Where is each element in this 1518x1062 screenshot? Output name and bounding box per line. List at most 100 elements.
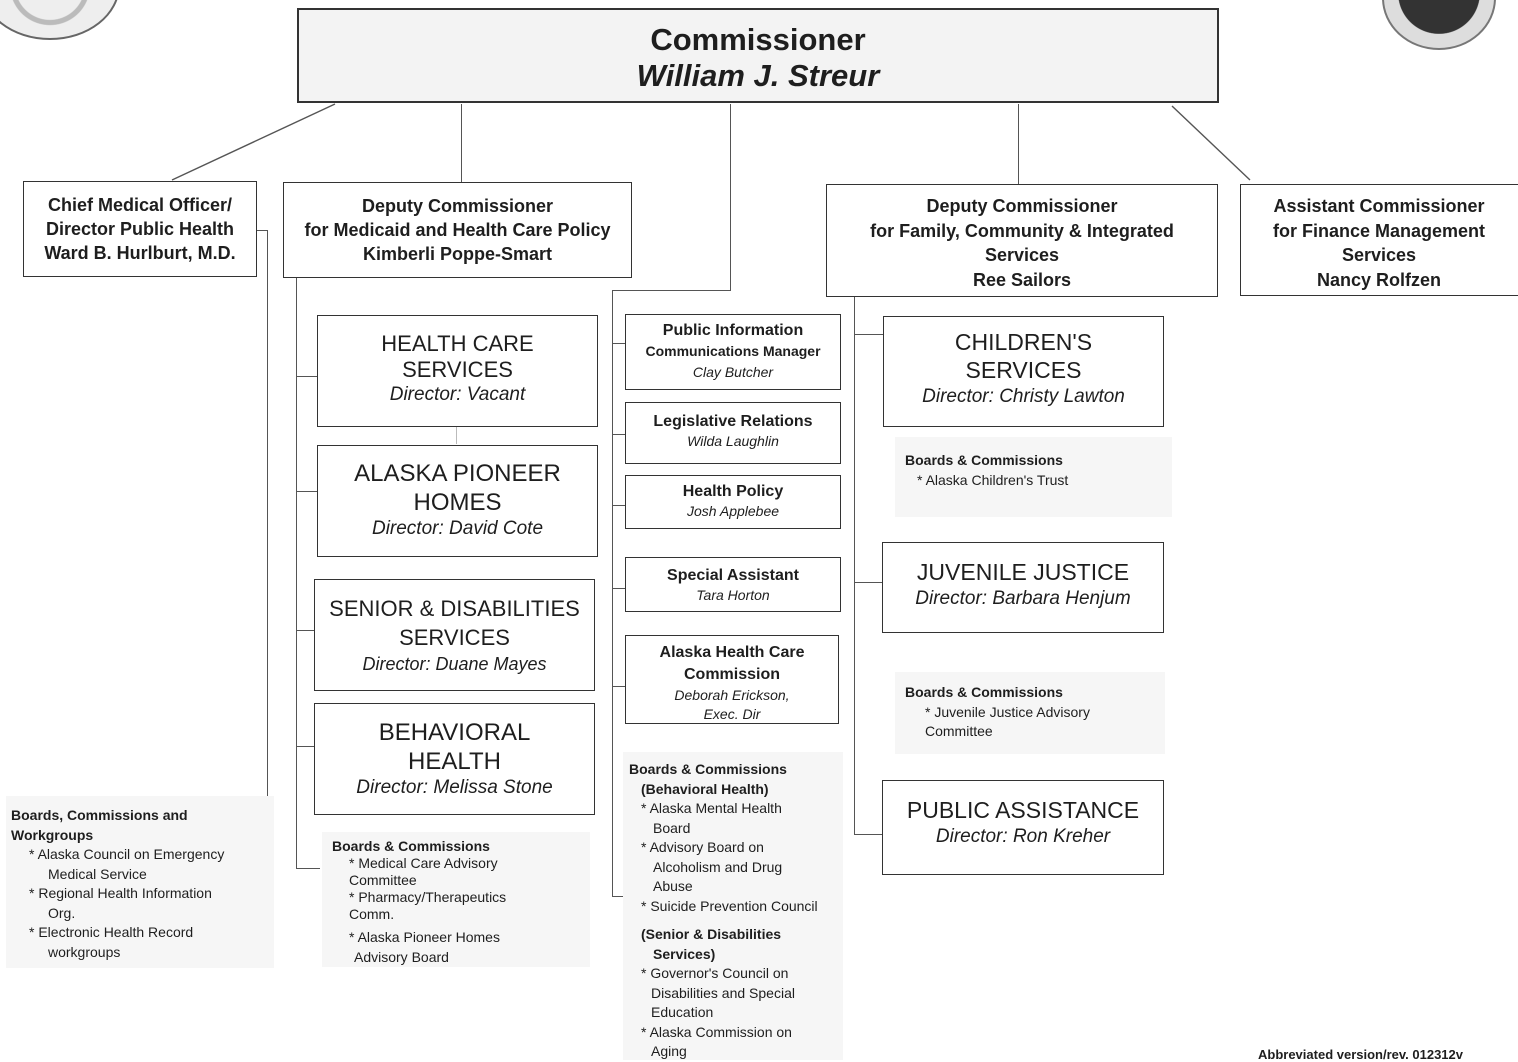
staff-name: Deborah Erickson, [674, 687, 790, 703]
boards-heading: Boards & Commissions [629, 761, 787, 777]
boards-subheading: (Behavioral Health) [641, 780, 769, 797]
boards-subheading: (Senior & Disabilities [641, 926, 782, 942]
staff-title: Commission [683, 666, 780, 683]
boards-subheading: Services) [653, 945, 716, 962]
staff-name: Tara Horton [696, 587, 770, 603]
staff-title: Legislative Relations [653, 413, 813, 430]
division-title: BEHAVIORAL [378, 719, 531, 746]
board-item: Aging [651, 1043, 687, 1059]
boards-heading: Workgroups [11, 826, 94, 843]
deputy-medicaid-box: Deputy Commissioner for Medicaid and Hea… [283, 182, 632, 278]
staff-name: Clay Butcher [692, 364, 774, 380]
deputy-family-box: Deputy Commissioner for Family, Communit… [826, 184, 1218, 297]
commissioner-box: Commissioner William J. Streur [297, 8, 1219, 103]
boards-heading: Boards, Commissions and [11, 807, 188, 823]
deputy-family-name: Ree Sailors [972, 269, 1072, 290]
division-title: ALASKA PIONEER [354, 460, 561, 487]
division-alaska-pioneer-homes: ALASKA PIONEER HOMES Director: David Cot… [317, 445, 598, 557]
asst-finance-line1: Assistant Commissioner [1273, 196, 1485, 216]
staff-special-assistant: Special Assistant Tara Horton [625, 557, 841, 612]
staff-title: Alaska Health Care [659, 644, 805, 661]
board-item: Disabilities and Special [651, 984, 795, 1001]
staff-legislative-relations: Legislative Relations Wilda Laughlin [625, 402, 841, 464]
division-director: Director: Barbara Henjum [915, 588, 1131, 609]
division-director: Director: Duane Mayes [362, 654, 547, 674]
cmo-line2: Director Public Health [45, 219, 235, 239]
deputy-medicaid-line1: Deputy Commissioner [361, 196, 554, 216]
division-juvenile-justice: JUVENILE JUSTICE Director: Barbara Henju… [882, 542, 1164, 633]
deputy-medicaid-name: Kimberli Poppe-Smart [362, 244, 553, 264]
deputy-family-line1: Deputy Commissioner [926, 196, 1118, 216]
version-footer: Abbreviated version/rev. 012312v [1258, 1047, 1463, 1062]
division-director: Director: Ron Kreher [935, 826, 1111, 847]
board-item: * Alaska Pioneer Homes [349, 929, 500, 945]
division-title: CHILDREN'S [954, 329, 1093, 355]
board-item: * Suicide Prevention Council [641, 897, 818, 914]
deputy-family-line2: for Family, Community & Integrated [870, 220, 1174, 241]
board-item: Committee [925, 723, 993, 739]
staff-health-care-commission: Alaska Health Care Commission Deborah Er… [625, 635, 839, 724]
division-title: HEALTH CARE [381, 331, 534, 356]
board-item: Abuse [653, 878, 693, 894]
staff-name: Exec. Dir [703, 706, 761, 722]
division-childrens-services: CHILDREN'S SERVICES Director: Christy La… [883, 316, 1164, 427]
board-item: * Juvenile Justice Advisory [925, 703, 1090, 720]
board-item: Committee [349, 872, 417, 888]
staff-title: Health Policy [682, 483, 784, 500]
boards-medicaid: Boards & Commissions * Medical Care Advi… [332, 838, 588, 967]
board-item: Medical Service [48, 865, 147, 882]
commissioner-title: Commissioner [650, 22, 866, 57]
division-title: SERVICES [402, 357, 513, 382]
deputy-family-line3: Services [984, 245, 1060, 265]
boards-childrens: Boards & Commissions * Alaska Children's… [905, 451, 1167, 490]
staff-public-information: Public Information Communications Manage… [625, 314, 841, 390]
division-public-assistance: PUBLIC ASSISTANCE Director: Ron Kreher [882, 780, 1164, 875]
boards-public-health: Boards, Commissions and Workgroups * Ala… [11, 806, 273, 962]
division-director: Director: Melissa Stone [356, 777, 553, 798]
division-title: SERVICES [399, 625, 510, 650]
cmo-line1: Chief Medical Officer/ [47, 195, 233, 215]
staff-health-policy: Health Policy Josh Applebee [625, 475, 841, 529]
board-item: * Alaska Children's Trust [917, 471, 1069, 488]
asst-finance-box: Assistant Commissioner for Finance Manag… [1240, 184, 1518, 296]
board-item: Advisory Board [354, 949, 449, 965]
boards-juvenile: Boards & Commissions * Juvenile Justice … [905, 683, 1161, 742]
boards-heading: Boards & Commissions [905, 452, 1063, 468]
board-item: * Alaska Mental Health [641, 800, 782, 816]
division-health-care-services: HEALTH CARE SERVICES Director: Vacant [317, 315, 598, 427]
asst-finance-line3: Services [1341, 245, 1417, 265]
staff-title: Public Information [662, 322, 804, 339]
cmo-box: Chief Medical Officer/ Director Public H… [23, 181, 257, 277]
division-title: SERVICES [965, 357, 1082, 383]
board-item: Education [651, 1004, 714, 1020]
board-item: * Pharmacy/Therapeutics [349, 889, 507, 905]
board-item: workgroups [48, 943, 121, 960]
commissioner-name: William J. Streur [636, 58, 880, 93]
cmo-name: Ward B. Hurlburt, M.D. [44, 243, 236, 263]
board-item: * Electronic Health Record [29, 924, 194, 940]
staff-title: Communications Manager [645, 343, 821, 359]
board-item: * Alaska Commission on [641, 1023, 792, 1040]
board-item: Board [653, 819, 691, 836]
division-director: Director: David Cote [371, 518, 544, 539]
board-item: * Alaska Council on Emergency [29, 846, 225, 862]
boards-heading: Boards & Commissions [332, 838, 490, 854]
division-director: Director: Vacant [389, 384, 526, 405]
board-item: Org. [48, 904, 76, 921]
asst-finance-name: Nancy Rolfzen [1316, 269, 1442, 290]
board-item: * Advisory Board on [641, 839, 764, 855]
staff-name: Josh Applebee [686, 503, 780, 519]
board-item: Comm. [349, 906, 395, 922]
boards-central: Boards & Commissions (Behavioral Health)… [629, 760, 843, 1062]
board-item: * Governor's Council on [641, 965, 789, 981]
division-senior-disabilities: SENIOR & DISABILITIES SERVICES Director:… [314, 579, 595, 691]
boards-heading: Boards & Commissions [905, 684, 1063, 700]
division-director: Director: Christy Lawton [922, 386, 1125, 407]
board-item: * Regional Health Information [29, 885, 212, 901]
division-title: HEALTH [408, 748, 501, 775]
division-title: HOMES [413, 489, 502, 516]
board-item: Alcoholism and Drug [653, 858, 783, 875]
division-behavioral-health: BEHAVIORAL HEALTH Director: Melissa Ston… [314, 703, 595, 815]
division-title: JUVENILE JUSTICE [916, 559, 1130, 585]
